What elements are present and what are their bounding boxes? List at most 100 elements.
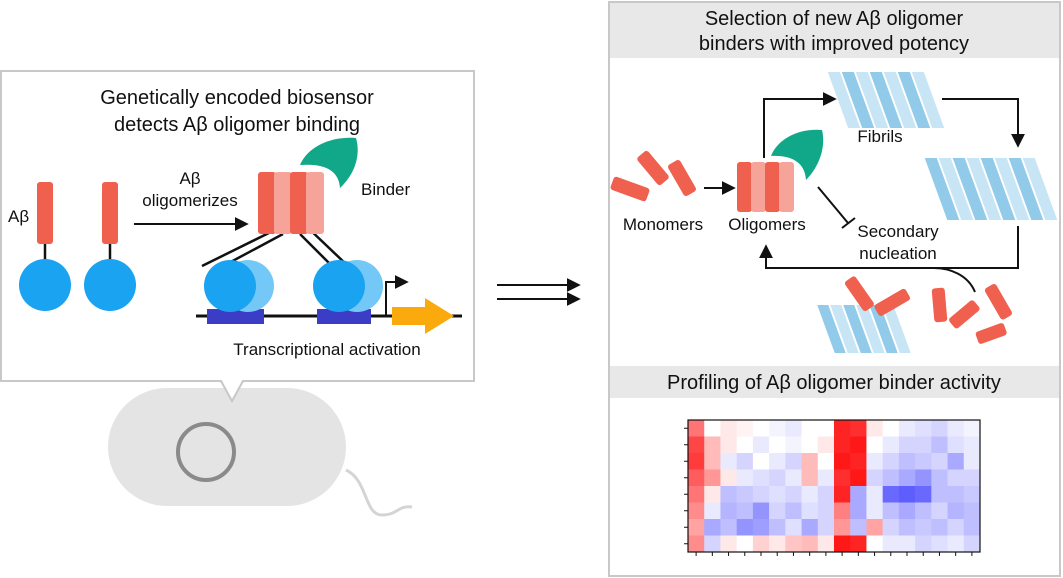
heatmap-cell xyxy=(931,502,948,520)
heatmap-cell xyxy=(850,469,867,487)
heatmap-cell xyxy=(866,436,883,454)
secondary-nucleation-label-line1: Secondary xyxy=(857,222,939,241)
heatmap-cell xyxy=(785,519,802,536)
heatmap-cell xyxy=(882,469,900,487)
profiling-header xyxy=(610,366,1059,398)
progress-arrows xyxy=(497,278,581,306)
heatmap-cell xyxy=(866,535,883,553)
heatmap-cell xyxy=(834,436,851,454)
heatmap-cell xyxy=(963,535,981,553)
heatmap-cell xyxy=(720,436,737,454)
heatmap-cell xyxy=(947,453,965,470)
heatmap-cell xyxy=(801,436,819,454)
heatmap-cell xyxy=(947,420,965,437)
heatmap-cell xyxy=(834,519,851,536)
sensor-monomer-1 xyxy=(19,182,71,311)
heatmap-cell xyxy=(963,519,981,536)
heatmap-cell xyxy=(866,453,883,470)
heatmap-cell xyxy=(866,469,883,487)
heatmap-cell xyxy=(898,535,916,553)
heatmap-cell xyxy=(915,535,932,553)
monomer-group xyxy=(610,150,696,202)
heatmap-cell xyxy=(882,535,900,553)
heatmap-cell xyxy=(752,420,770,437)
heatmap-cell xyxy=(785,436,802,454)
heatmap-cell xyxy=(785,535,802,553)
heatmap-cell xyxy=(736,519,754,536)
heatmap-cell xyxy=(769,436,786,454)
dna-binding-site-1 xyxy=(207,309,264,324)
fibril-elongation-arrow xyxy=(942,98,1025,148)
monomers-label: Monomers xyxy=(623,215,703,234)
heatmap-cell xyxy=(769,502,786,520)
heatmap-cell xyxy=(769,420,786,437)
heatmap-cell xyxy=(850,535,867,553)
heatmap-cell xyxy=(931,436,948,454)
heatmap-cell xyxy=(931,453,948,470)
heatmap-cell xyxy=(866,486,883,503)
heatmap-cell xyxy=(947,436,965,454)
heatmap-cell xyxy=(769,519,786,536)
promoter-arrow xyxy=(385,275,409,316)
dbd-right-front xyxy=(313,260,365,312)
heatmap-cell xyxy=(834,420,851,437)
right-panel: Selection of new Aβ oligomer binders wit… xyxy=(608,1,1061,577)
heatmap-cell xyxy=(752,519,770,536)
oligomer-to-fibril-arrow xyxy=(763,92,837,158)
heatmap-cell xyxy=(915,453,932,470)
heatmap-cell xyxy=(736,420,754,437)
heatmap-cell xyxy=(736,535,754,553)
heatmap-cell xyxy=(785,486,802,503)
plasmid-icon xyxy=(176,422,236,482)
selection-title-line1: Selection of new Aβ oligomer xyxy=(705,8,964,30)
heatmap-cell xyxy=(915,469,932,487)
heatmap-cell xyxy=(850,420,867,437)
transcription-label: Transcriptional activation xyxy=(233,340,420,359)
heatmap-cell xyxy=(931,420,948,437)
heatmap-cell xyxy=(817,453,835,470)
heatmap-cell xyxy=(915,502,932,520)
oligomerizes-label-line2: oligomerizes xyxy=(142,191,237,210)
dna-binding-site-2 xyxy=(317,309,371,324)
heatmap-cell xyxy=(850,519,867,536)
heatmap-cell xyxy=(963,436,981,454)
heatmap-cell xyxy=(736,502,754,520)
heatmap-cell xyxy=(834,486,851,503)
fibril-right xyxy=(924,158,1058,220)
secondary-nucleation-label-line2: nucleation xyxy=(859,244,937,263)
heatmap-cell xyxy=(882,486,900,503)
heatmap-cell xyxy=(704,502,721,520)
heatmap-cell xyxy=(736,469,754,487)
heatmap-cell xyxy=(817,535,835,553)
heatmap-cell xyxy=(898,436,916,454)
heatmap-cell xyxy=(882,453,900,470)
heatmap-cell xyxy=(752,486,770,503)
heatmap-cell xyxy=(963,486,981,503)
heatmap-cell xyxy=(963,453,981,470)
heatmap-cell xyxy=(882,436,900,454)
heatmap-cell xyxy=(704,519,721,536)
abeta-label: Aβ xyxy=(8,207,29,226)
heatmap-cell xyxy=(898,502,916,520)
heatmap-cell xyxy=(688,469,705,487)
heatmap-cell xyxy=(720,535,737,553)
secondary-monomer-group xyxy=(844,276,1012,344)
heatmap-cell xyxy=(882,519,900,536)
heatmap-cell xyxy=(882,502,900,520)
surface-catalysis-curve xyxy=(933,267,976,293)
heatmap-cell xyxy=(898,453,916,470)
heatmap-cell xyxy=(688,436,705,454)
sensor-monomer-2 xyxy=(84,182,136,311)
binder-label: Binder xyxy=(361,180,410,199)
heatmap-cell xyxy=(785,469,802,487)
heatmap-cell xyxy=(752,469,770,487)
heatmap-cell xyxy=(704,486,721,503)
heatmap-cell xyxy=(704,420,721,437)
heatmap-cell xyxy=(720,469,737,487)
heatmap-cell xyxy=(898,469,916,487)
heatmap-cell xyxy=(947,486,965,503)
heatmap-cell xyxy=(931,469,948,487)
heatmap-cell xyxy=(963,502,981,520)
heatmap-cell xyxy=(834,502,851,520)
